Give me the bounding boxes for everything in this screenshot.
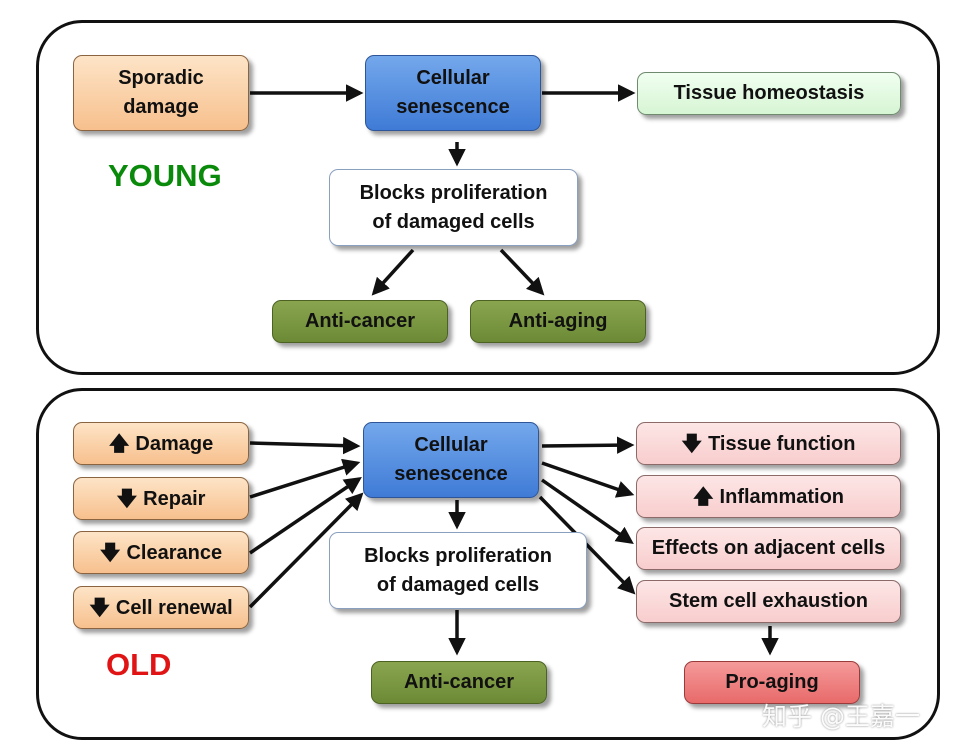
anti-cancer-label-old: Anti-cancer	[403, 671, 515, 693]
old-output-label: Tissue function	[682, 429, 855, 459]
old-input-label: Clearance	[100, 538, 222, 568]
arrow-clearance-to-senescence	[249, 477, 362, 555]
arrow-senescence-to-inflammation	[541, 461, 635, 498]
anti-cancer-box-old: Anti-cancer	[371, 661, 547, 704]
anti-cancer-box-young: Anti-cancer	[272, 300, 448, 343]
anti-cancer-label-young: Anti-cancer	[304, 310, 416, 332]
sporadic-damage-label: Sporadic damage	[118, 67, 204, 118]
old-title: OLD	[106, 647, 172, 682]
tissue-homeostasis-label: Tissue homeostasis	[673, 82, 865, 104]
old-output-inflammation: Inflammation	[636, 475, 901, 518]
anti-aging-box: Anti-aging	[470, 300, 646, 343]
old-input-damage: Damage	[73, 422, 249, 465]
blocks-proliferation-box-young: Blocks proliferation of damaged cells	[329, 169, 578, 246]
old-output-tissue-function: Tissue function	[636, 422, 901, 465]
arrow-repair-to-senescence	[249, 458, 361, 499]
arrow-renewal-to-senescence	[248, 492, 364, 609]
tissue-homeostasis-box: Tissue homeostasis	[637, 72, 901, 115]
old-output-label: Effects on adjacent cells	[651, 537, 886, 559]
old-input-clearance: Clearance	[73, 531, 249, 574]
cellular-senescence-label-young: Cellular senescence	[396, 67, 510, 118]
cellular-senescence-box-old: Cellular senescence	[363, 422, 539, 498]
old-input-label: Damage	[109, 429, 213, 459]
arrow-senescence-to-adjacent	[540, 478, 634, 545]
cellular-senescence-label-old: Cellular senescence	[394, 434, 508, 485]
blocks-proliferation-label-young: Blocks proliferation of damaged cells	[359, 181, 548, 233]
old-input-repair: Repair	[73, 477, 249, 520]
blocks-proliferation-label-old: Blocks proliferation of damaged cells	[364, 544, 552, 596]
old-input-cell-renewal: Cell renewal	[73, 586, 249, 629]
cellular-senescence-box-young: Cellular senescence	[365, 55, 541, 131]
arrow-blocks-to-anticancer-young	[371, 248, 415, 296]
old-input-label: Repair	[117, 484, 205, 514]
blocks-proliferation-box-old: Blocks proliferation of damaged cells	[329, 532, 587, 609]
sporadic-damage-box: Sporadic damage	[73, 55, 249, 131]
young-title: YOUNG	[108, 158, 222, 193]
old-input-label: Cell renewal	[89, 593, 233, 623]
pro-aging-label: Pro-aging	[725, 671, 819, 693]
old-output-label: Inflammation	[693, 482, 844, 512]
old-output-label: Stem cell exhaustion	[669, 590, 868, 612]
arrow-blocks-to-antiaging	[499, 248, 545, 296]
watermark: 知乎 @王嘉一	[762, 702, 920, 731]
arrow-damage-to-senescence	[249, 436, 361, 455]
old-output-stem-cell-exhaustion: Stem cell exhaustion	[636, 580, 901, 623]
arrow-senescence-to-tissue-function	[541, 436, 635, 454]
pro-aging-box: Pro-aging	[684, 661, 860, 704]
anti-aging-label: Anti-aging	[508, 310, 608, 332]
old-output-adjacent-cells: Effects on adjacent cells	[636, 527, 901, 570]
